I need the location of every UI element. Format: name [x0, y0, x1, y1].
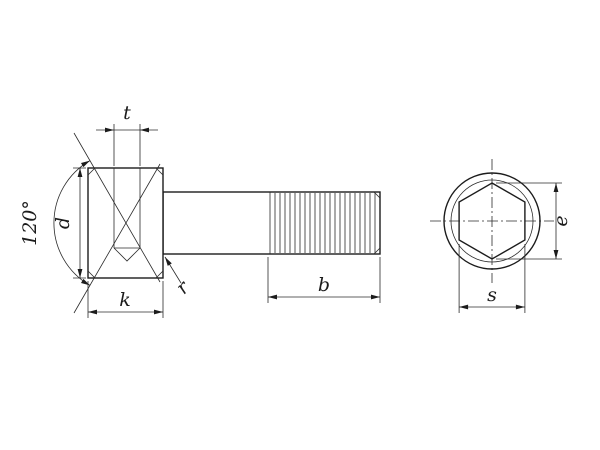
arrowhead	[553, 183, 559, 192]
bolt-shank	[162, 191, 381, 255]
dim-r-leader: r	[164, 256, 195, 299]
label-b: b	[318, 274, 330, 296]
label-k: k	[119, 289, 131, 311]
end-view: e s	[430, 159, 572, 313]
arrowhead	[268, 294, 277, 300]
head-outer-circle	[443, 172, 541, 270]
arrowhead	[88, 309, 97, 315]
label-s: s	[487, 284, 497, 306]
centerlines	[430, 159, 554, 283]
hex-socket-section-lines	[113, 168, 141, 262]
label-d: d	[52, 217, 74, 229]
dim-t: t	[96, 102, 158, 166]
label-t: t	[123, 102, 131, 124]
arrowhead	[81, 160, 90, 168]
dim-s: s	[458, 244, 526, 313]
side-view: t 120° d k r	[19, 102, 381, 318]
head-chamfer-lines	[87, 167, 164, 279]
arrowhead	[77, 168, 83, 177]
arrowhead	[105, 127, 114, 133]
dim-k: k	[87, 281, 164, 318]
label-angle: 120°	[19, 200, 41, 246]
dim-b: b	[267, 257, 381, 303]
arrowhead	[459, 304, 469, 310]
end-chamfer-lines	[373, 191, 381, 255]
angle-arc	[53, 160, 91, 286]
dim-angle: 120°	[19, 160, 91, 286]
arrowhead	[165, 257, 172, 266]
dim-e: e	[496, 182, 572, 260]
dim-d: d	[52, 167, 86, 279]
hex-socket-outline	[458, 182, 526, 260]
label-e: e	[550, 215, 572, 226]
arrowhead	[515, 304, 525, 310]
label-r: r	[172, 275, 195, 298]
arrowhead	[154, 309, 163, 315]
arrowhead	[77, 269, 83, 278]
arrowhead	[371, 294, 380, 300]
thread-lines	[274, 193, 376, 253]
arrowhead	[140, 127, 149, 133]
head-chamfer-circle	[450, 179, 534, 263]
arrowhead	[553, 250, 559, 259]
